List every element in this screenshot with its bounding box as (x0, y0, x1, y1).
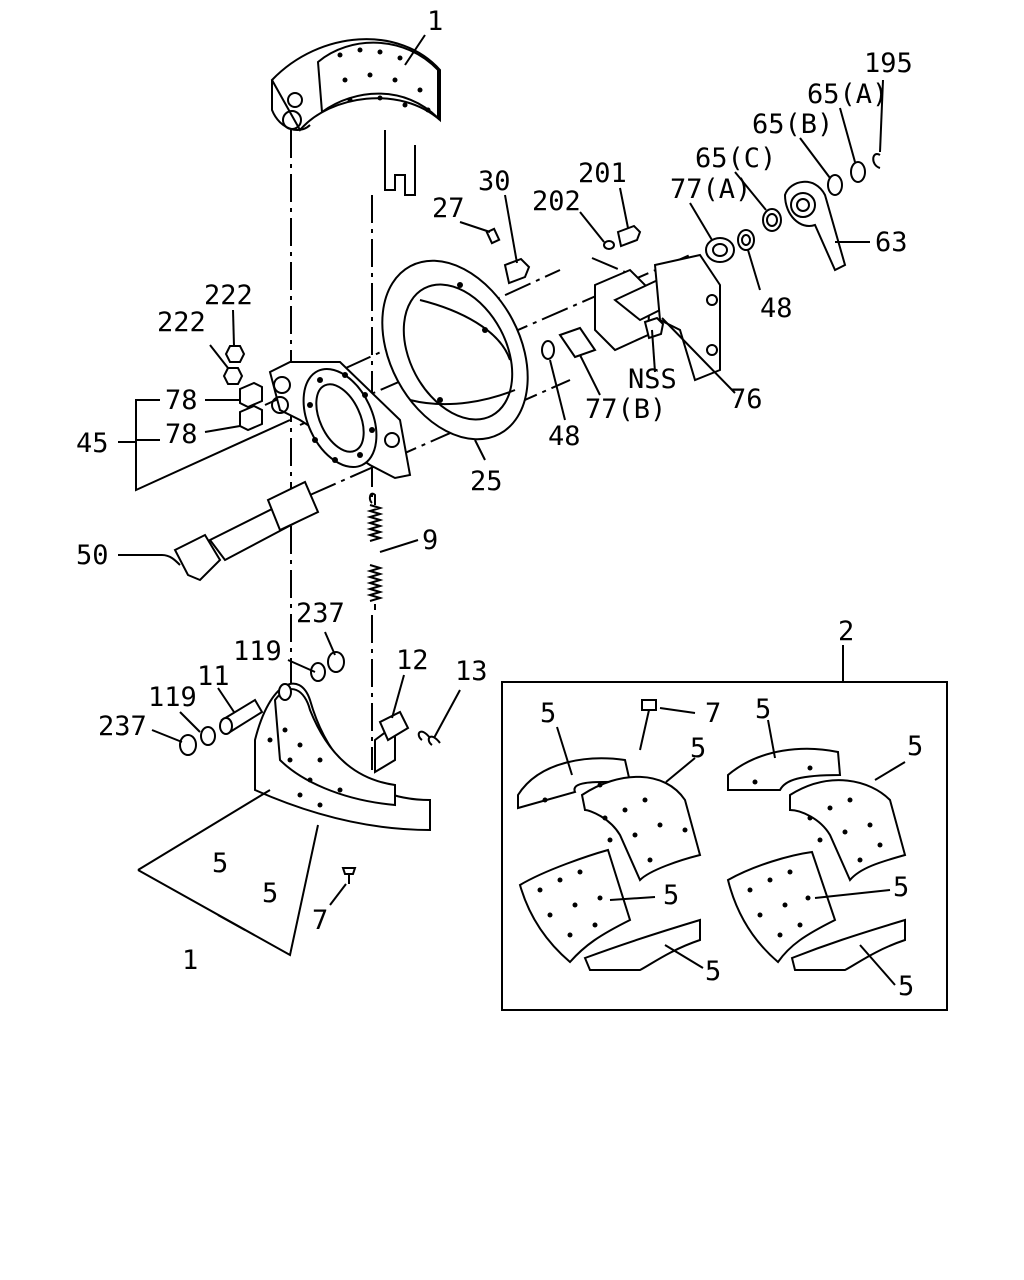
callout-65c: 65(C) (695, 143, 776, 174)
lower-brake-shoe (254, 682, 431, 832)
callout-45: 45 (76, 428, 109, 459)
inset-callout-5-8: 5 (898, 971, 914, 1002)
callout-77a: 77(A) (670, 174, 751, 205)
callout-119-lower: 119 (148, 682, 197, 713)
small-hardware (485, 153, 881, 360)
callout-48-upper: 48 (760, 293, 793, 324)
lower-hardware (179, 651, 441, 884)
callout-27: 27 (432, 193, 465, 224)
slack-adjuster (783, 180, 847, 272)
callout-78-upper: 78 (165, 385, 198, 416)
callout-12: 12 (396, 645, 429, 676)
callout-65a: 65(A) (807, 79, 888, 110)
callout-30: 30 (478, 166, 511, 197)
callout-76: 76 (730, 384, 763, 415)
inset-callout-5-6: 5 (705, 956, 721, 987)
callout-25: 25 (470, 466, 503, 497)
inset-callout-5-3: 5 (755, 694, 771, 725)
inset-callout-5-2: 5 (690, 733, 706, 764)
callout-222-upper: 222 (204, 280, 253, 311)
callout-2: 2 (838, 616, 854, 647)
inset-callout-5-1: 5 (540, 698, 556, 729)
upper-brake-shoe (270, 38, 441, 196)
callout-11: 11 (197, 661, 230, 692)
callout-63: 63 (875, 227, 908, 258)
camshaft (173, 480, 320, 582)
callout-7-lower: 7 (312, 905, 328, 936)
callout-65b: 65(B) (752, 109, 833, 140)
callout-202: 202 (532, 186, 581, 217)
dust-shield (381, 259, 529, 441)
callout-222-lower: 222 (157, 307, 206, 338)
callout-201: 201 (578, 158, 627, 189)
callout-13: 13 (455, 656, 488, 687)
callout-1-lower: 1 (182, 945, 198, 976)
inset-callout-5-7: 5 (893, 872, 909, 903)
inset-callout-5-4: 5 (907, 731, 923, 762)
lining-kit-inset (501, 645, 948, 1011)
callout-nss: NSS (628, 364, 677, 395)
callout-9: 9 (422, 525, 438, 556)
callout-5-a: 5 (212, 848, 228, 879)
callout-237-upper: 237 (296, 598, 345, 629)
callout-1-upper: 1 (427, 6, 443, 37)
callout-78-lower: 78 (165, 419, 198, 450)
inset-callout-5-5: 5 (663, 880, 679, 911)
callout-50: 50 (76, 540, 109, 571)
leader-lines (118, 34, 884, 957)
return-spring (366, 492, 384, 610)
brake-spider (268, 361, 412, 480)
chamber-bracket (558, 253, 721, 382)
callout-48-mid: 48 (548, 421, 581, 452)
callout-237-lower: 237 (98, 711, 147, 742)
callout-5-b: 5 (262, 878, 278, 909)
callout-119-upper: 119 (233, 636, 282, 667)
callout-195: 195 (864, 48, 913, 79)
callout-77b: 77(B) (585, 394, 666, 425)
anchor-bolts-and-bushings (222, 345, 263, 432)
callout-labels: 1 195 65(A) 65(B) 65(C) 30 27 201 202 77… (76, 6, 923, 1002)
inset-callout-7: 7 (705, 698, 721, 729)
